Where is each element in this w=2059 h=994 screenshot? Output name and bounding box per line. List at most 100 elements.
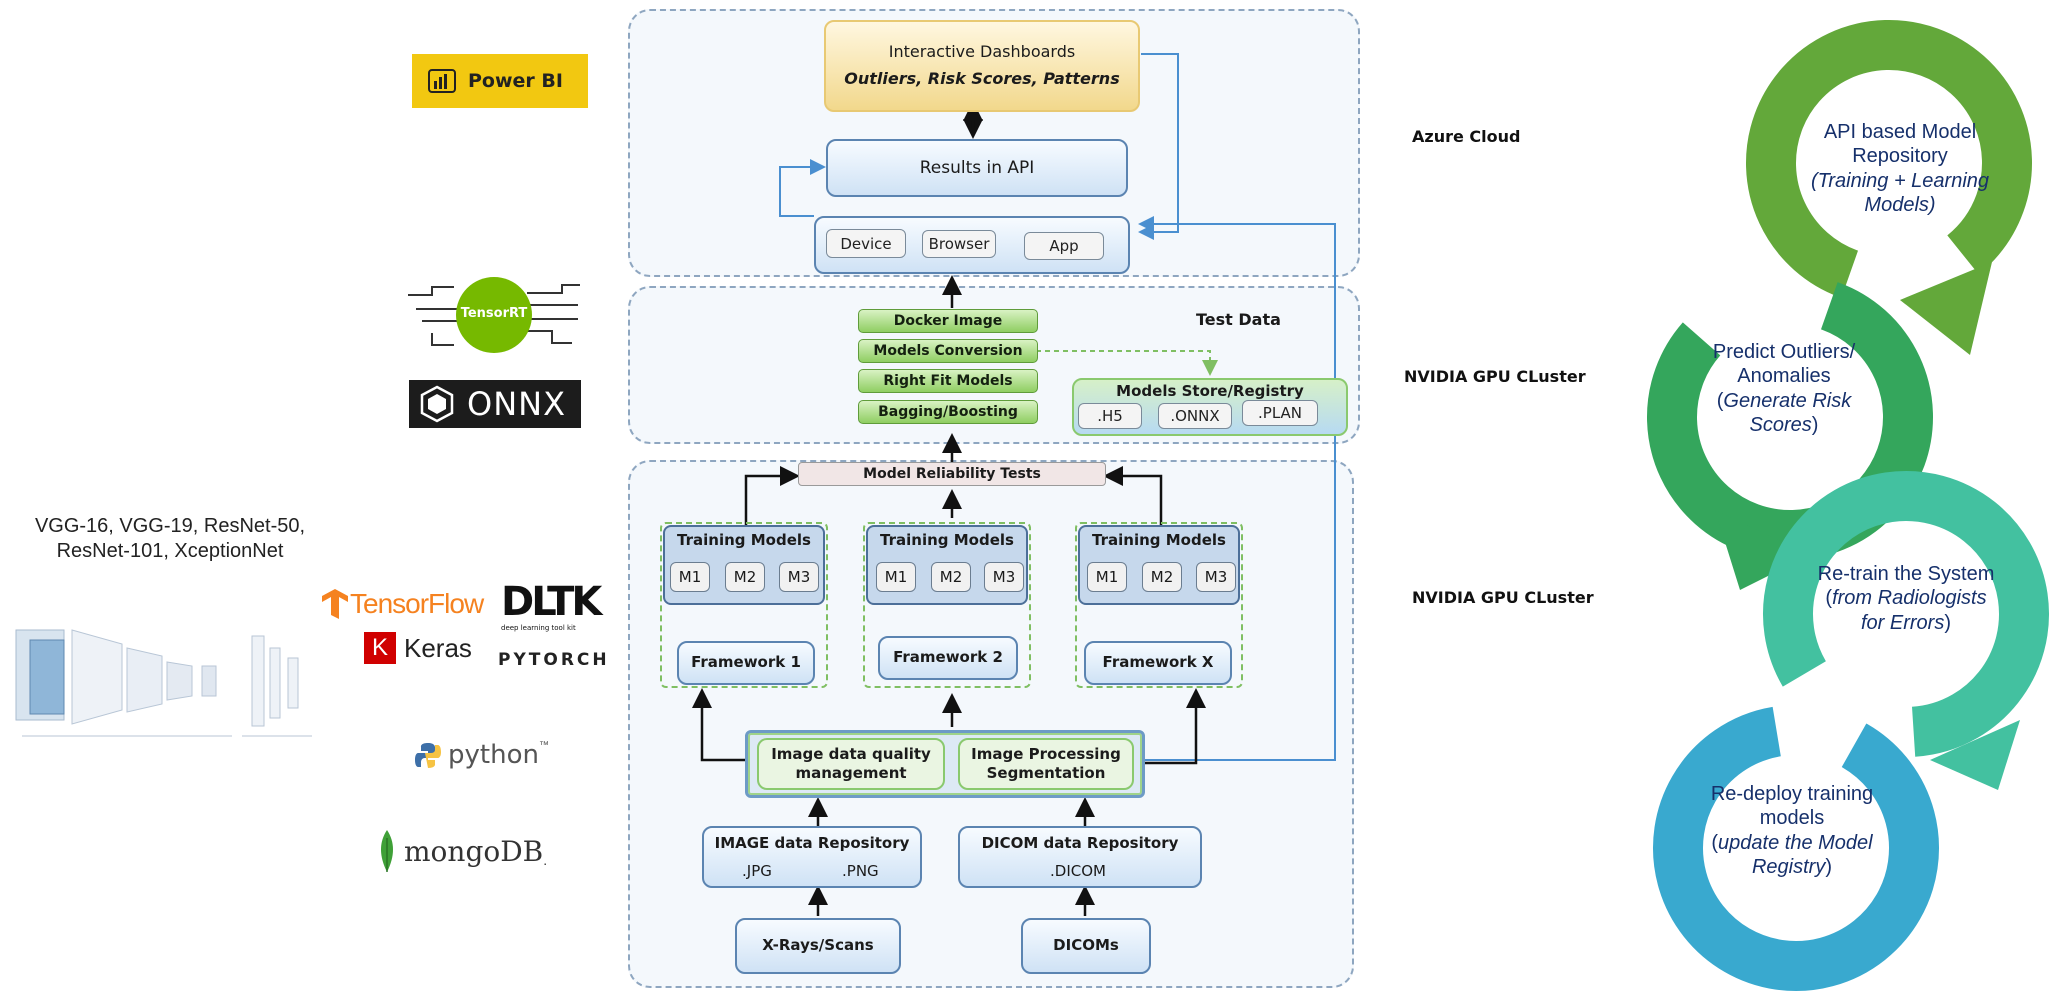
xrays-source-box: X-Rays/Scans <box>735 918 901 974</box>
right-fit-models-step: Right Fit Models <box>858 369 1038 393</box>
dicom-format: .DICOM <box>1050 862 1106 880</box>
pytorch-logo: PYTORCH <box>498 650 610 670</box>
gpu-cluster-label-bottom: NVIDIA GPU CLuster <box>1412 588 1594 607</box>
test-data-label: Test Data <box>1196 310 1281 329</box>
cycle-step-2-prefix: ( <box>1716 389 1724 412</box>
lifecycle-rings <box>1647 20 2049 991</box>
ring-retrain <box>1763 471 2049 757</box>
framework-1-box: Framework 1 <box>677 641 815 685</box>
dltk-sublabel: deep learning tool kit <box>501 624 576 632</box>
image-repo-title: IMAGE data Repository <box>714 834 910 852</box>
python-trademark: ™ <box>538 740 549 751</box>
gpu-cluster-label-top: NVIDIA GPU CLuster <box>1404 367 1586 386</box>
keras-logo: K Keras <box>364 632 472 664</box>
powerbi-logo: Power BI <box>412 54 588 108</box>
registry-title: Models Store/Registry <box>1116 382 1304 400</box>
browser-client: Browser <box>922 230 996 258</box>
ring-redeploy <box>1653 705 1939 991</box>
app-client: App <box>1024 232 1104 260</box>
onnx-format: .ONNX <box>1158 403 1232 429</box>
mongodb-dot: . <box>543 852 548 868</box>
circuit-icon <box>408 277 580 353</box>
bagging-boosting-step: Bagging/Boosting <box>858 400 1038 424</box>
device-client: Device <box>826 229 906 258</box>
cnn-architecture-image <box>12 600 322 750</box>
h5-format: .H5 <box>1078 403 1142 429</box>
cycle-step-4: Re-deploy training models (update the Mo… <box>1692 782 1892 880</box>
cycle-step-2-text: Predict Outliers/ Anomalies <box>1712 341 1856 388</box>
dltk-logo: DLTK deep learning tool kit <box>501 579 602 632</box>
mongodb-logo: mongoDB. <box>376 828 547 874</box>
dltk-label: DLTK <box>501 579 602 625</box>
cycle-step-2-suffix: ) <box>1811 414 1819 437</box>
tensorflow-logo: TensorFlow <box>320 588 484 620</box>
mongodb-leaf-icon <box>381 830 393 872</box>
keras-label: Keras <box>404 632 472 663</box>
model-m1: M1 <box>1087 562 1127 592</box>
cycle-step-3: Re-train the System (from Radiologists f… <box>1816 562 1996 635</box>
training-group-x <box>1075 522 1243 688</box>
png-format: .PNG <box>842 862 879 880</box>
model-m3: M3 <box>984 562 1024 592</box>
powerbi-label: Power BI <box>468 70 563 92</box>
cycle-step-4-prefix: ( <box>1711 831 1719 854</box>
cycle-step-4-italic: update the Model Registry <box>1718 831 1873 879</box>
onnx-logo: ONNX <box>409 380 581 428</box>
python-label: python <box>448 740 539 770</box>
cycle-step-1-text: API based Model Repository <box>1823 121 1977 168</box>
python-icon <box>415 743 441 768</box>
training-models-title: Training Models <box>677 531 811 549</box>
arrowhead-model-repository <box>1900 262 1992 355</box>
model-m2: M2 <box>931 562 971 592</box>
training-models-title: Training Models <box>1092 531 1226 549</box>
cycle-step-3-italic: from Radiologists for Errors <box>1832 587 1987 634</box>
azure-cloud-label: Azure Cloud <box>1412 127 1521 146</box>
model-m2: M2 <box>1142 562 1182 592</box>
image-quality-box: Image data quality management <box>757 738 945 790</box>
framework-x-box: Framework X <box>1084 641 1232 685</box>
powerbi-icon <box>428 69 456 93</box>
models-conversion-step: Models Conversion <box>858 339 1038 363</box>
tensorrt-logo: TensorRT <box>402 275 588 355</box>
image-repo-box: IMAGE data Repository <box>702 826 922 888</box>
cycle-step-3-suffix: ) <box>1944 611 1951 634</box>
dicom-repo-box: DICOM data Repository <box>958 826 1202 888</box>
tensorrt-label: TensorRT <box>460 306 528 321</box>
training-models-title: Training Models <box>880 531 1014 549</box>
tensorflow-label: TensorFlow <box>350 588 484 619</box>
dicoms-source-box: DICOMs <box>1021 918 1151 974</box>
onnx-label: ONNX <box>467 385 566 423</box>
plan-format: .PLAN <box>1242 400 1318 426</box>
keras-icon: K <box>364 632 396 664</box>
jpg-format: .JPG <box>742 862 772 880</box>
image-processing-box: Image Processing Segmentation <box>958 738 1134 790</box>
mongodb-label: mongoDB <box>404 834 544 868</box>
arrowhead-predict-outliers <box>1715 510 1810 590</box>
model-m1: M1 <box>670 562 710 592</box>
ring-model-repository <box>1746 20 2033 306</box>
cycle-step-1-italic: (Training + Learning Models) <box>1810 169 1990 217</box>
dashboard-subtitle: Outliers, Risk Scores, Patterns <box>844 69 1120 88</box>
model-m2: M2 <box>725 562 765 592</box>
dashboard-title: Interactive Dashboards <box>888 42 1076 62</box>
cycle-step-2-italic: Generate Risk Scores <box>1723 389 1852 437</box>
cycle-step-4-suffix: ) <box>1825 856 1833 879</box>
cnn-models-text: VGG-16, VGG-19, ResNet-50, ResNet-101, X… <box>34 515 306 562</box>
training-group-1 <box>660 522 828 688</box>
dashboard-box: Interactive Dashboards Outliers, Risk Sc… <box>824 20 1140 112</box>
model-m1: M1 <box>876 562 916 592</box>
model-m3: M3 <box>1196 562 1236 592</box>
tensorflow-icon <box>322 589 348 619</box>
onnx-icon <box>420 385 454 423</box>
cycle-step-1: API based Model Repository (Training + L… <box>1790 120 2010 218</box>
docker-image-step: Docker Image <box>858 309 1038 333</box>
dicom-repo-title: DICOM data Repository <box>981 834 1179 852</box>
cycle-step-4-text: Re-deploy training models <box>1710 783 1874 830</box>
arrowhead-retrain <box>1930 720 2020 790</box>
training-group-2 <box>863 522 1031 688</box>
cycle-step-2: Predict Outliers/ Anomalies (Generate Ri… <box>1684 340 1884 438</box>
results-api-box: Results in API <box>826 139 1128 197</box>
cycle-step-3-text: Re-train the System ( <box>1817 563 1995 610</box>
